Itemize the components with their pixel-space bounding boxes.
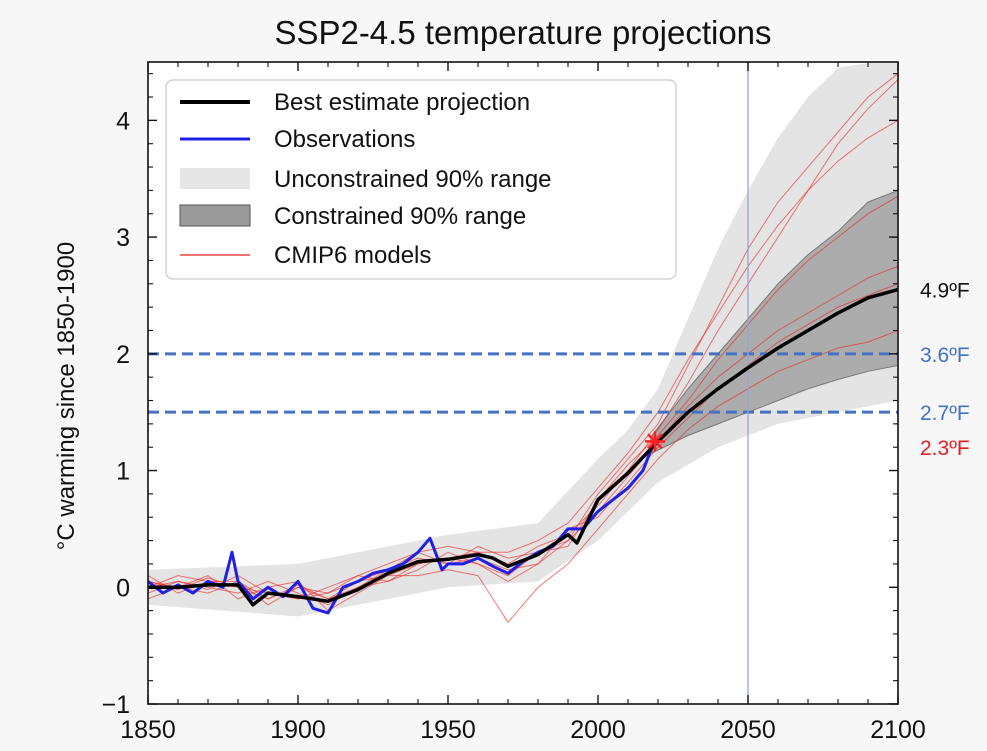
y-tick-label: 2 [116,341,130,369]
x-tick-label: 2100 [870,716,926,744]
legend-swatch-unconstrained [180,168,250,189]
asterisk-stroke [647,433,663,450]
annotation-label: 4.9ºF [920,280,970,303]
cmip6-model-line-5 [147,330,899,623]
cmip6-model-line-4 [147,195,899,606]
legend-label-observations: Observations [274,126,415,153]
chart-title: SSP2-4.5 temperature projections [274,14,771,51]
legend-swatch-constrained [179,204,251,227]
asterisk-marker [645,431,665,452]
legend-label-unconstrained: Unconstrained 90% range [274,166,552,193]
annotation-label: 2.7ºF [920,402,970,425]
annotation-label: 2.3ºF [920,437,970,460]
reference-lines [148,352,898,414]
plot-frame [147,61,899,705]
y-tick-label: 0 [116,574,130,602]
current-marker [645,431,665,452]
x-tick-label: 2050 [720,716,776,744]
observations-series [147,446,654,615]
annotation-label: 3.6ºF [920,344,970,367]
x-tick-label: 1950 [420,716,476,744]
best-estimate-series [148,287,899,607]
x-tick-label: 1900 [270,716,326,744]
y-axis-label: °C warming since 1850-1900 [53,242,80,550]
observations-line [147,446,654,615]
cmip6-model-line-7 [147,265,899,600]
fahrenheit-annotations: 4.9ºF 3.6ºF 2.7ºF 2.3ºF [920,280,970,461]
legend-box [165,79,677,280]
best-estimate-line [148,287,899,607]
y-axis: −1 0 1 2 3 4 [101,73,898,719]
y-tick-label: 3 [116,224,130,252]
y-tick-label: −1 [101,691,130,719]
cmip6-model-line-3 [147,283,899,606]
x-tick-label: 1850 [120,716,176,744]
y-tick-label: 1 [116,458,130,486]
y-tick-label: 4 [116,107,130,135]
legend: Best estimate projection Observations Un… [165,79,677,280]
x-axis: 1850 1900 1950 2000 2050 2100 [120,62,926,744]
x-tick-label: 2000 [570,716,626,744]
legend-label-constrained: Constrained 90% range [274,203,526,230]
legend-label-best-estimate: Best estimate projection [274,89,530,116]
legend-label-cmip6: CMIP6 models [274,242,431,269]
